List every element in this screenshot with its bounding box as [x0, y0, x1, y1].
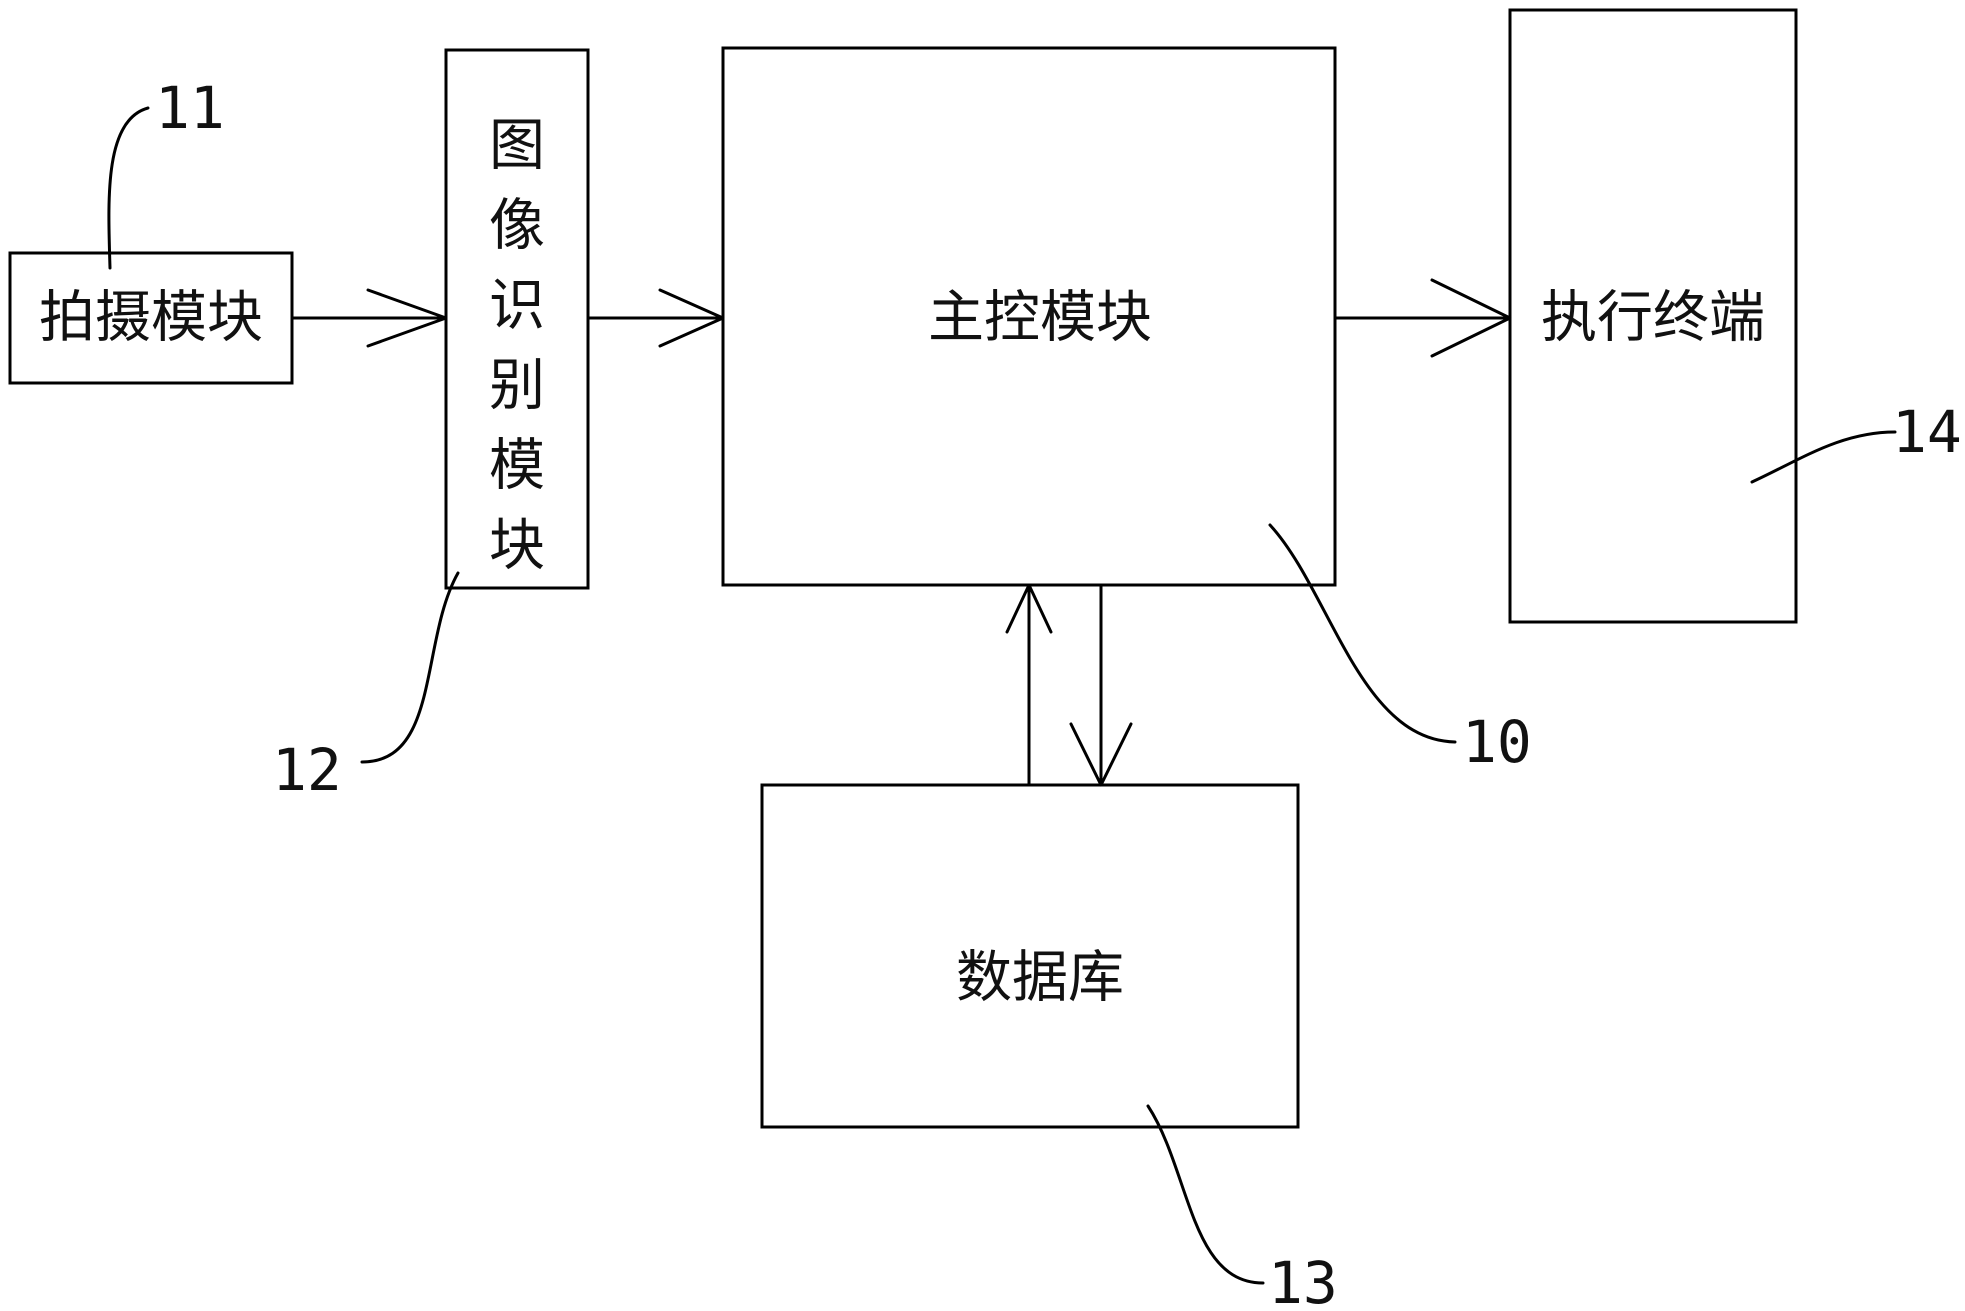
arrow-main-to-terminal [1333, 278, 1512, 358]
reference-10: 10 [1268, 523, 1532, 776]
database-module: 数据库 [760, 783, 1300, 1129]
arrow-database-to-main [1005, 583, 1053, 787]
image-recognition-module: 图 像 识 别 模 块 [444, 48, 590, 590]
execution-terminal-label: 执行终端 [1541, 286, 1765, 351]
reference-14: 14 [1750, 398, 1962, 484]
leader-line-14 [1750, 430, 1897, 484]
database-box [760, 783, 1300, 1129]
reference-11: 11 [107, 74, 225, 270]
main-control-module: 主控模块 [721, 46, 1337, 587]
reference-number-11: 11 [155, 74, 225, 142]
reference-12: 12 [272, 571, 460, 804]
execution-terminal-box [1508, 8, 1798, 624]
database-label: 数据库 [956, 946, 1124, 1011]
camera-module: 拍摄模块 [8, 251, 294, 385]
arrow-main-to-database [1069, 583, 1133, 787]
image-recognition-label-char-6: 块 [489, 514, 545, 579]
leader-line-11 [107, 106, 150, 270]
image-recognition-module-box [444, 48, 590, 590]
camera-module-label: 拍摄模块 [39, 286, 263, 351]
reference-number-14: 14 [1892, 398, 1962, 466]
arrow-recognition-to-main [586, 288, 725, 348]
image-recognition-label-char-5: 模 [489, 434, 545, 499]
reference-number-12: 12 [272, 736, 342, 804]
reference-13: 13 [1146, 1104, 1338, 1311]
image-recognition-label-char-3: 识 [489, 274, 545, 339]
execution-terminal: 执行终端 [1508, 8, 1798, 624]
leader-line-10 [1268, 523, 1457, 744]
reference-number-13: 13 [1268, 1249, 1338, 1311]
camera-module-box [8, 251, 294, 385]
image-recognition-label-char-1: 图 [489, 114, 545, 179]
leader-line-12 [360, 571, 460, 764]
reference-number-10: 10 [1462, 708, 1532, 776]
image-recognition-label-char-2: 像 [489, 194, 545, 259]
image-recognition-label-char-4: 别 [489, 354, 545, 419]
arrow-camera-to-recognition [290, 288, 448, 348]
leader-line-13 [1146, 1104, 1265, 1285]
main-control-module-label: 主控模块 [928, 286, 1152, 351]
main-control-module-box [721, 46, 1337, 587]
